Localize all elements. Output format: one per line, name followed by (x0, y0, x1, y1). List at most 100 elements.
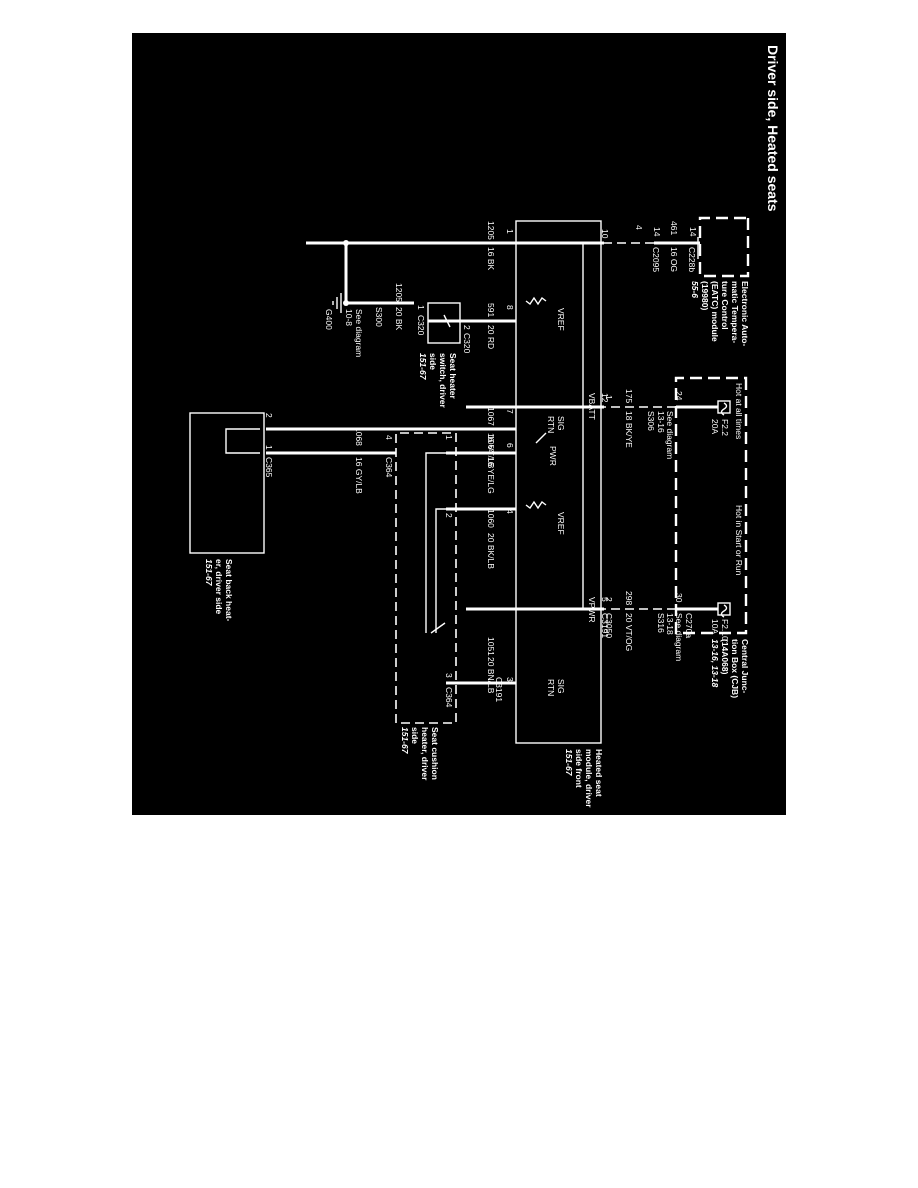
seat-back-heater-box (189, 412, 265, 554)
s306-ref: 13-16 (656, 411, 666, 433)
circuit-1064-number: 1064 (486, 435, 496, 454)
cjb-ref: 13-16, 13-18 (710, 639, 720, 687)
module-pwr: PWR (548, 446, 558, 466)
circuit-461-number: 461 (669, 221, 679, 235)
pin-c364-4: 4 (384, 435, 394, 440)
wiring-diagram-panel: Driver side, Heated seats Electronic Aut… (132, 33, 786, 815)
pin-mod-3: 3 (505, 677, 515, 682)
diagram-title: Driver side, Heated seats (765, 45, 781, 212)
circuit-1060-number: 1060 (486, 509, 496, 528)
seat-back-heater: 2 1 C365 Seat back heat- er, driver side… (189, 412, 274, 622)
module-sig-b: SIG (556, 679, 566, 694)
connector-c364-a: C364 (384, 457, 394, 478)
switch-contact-icon (535, 432, 547, 444)
module-name-line-1: Heated seat (594, 749, 604, 797)
circuit-1051-number: 1051 (486, 637, 496, 656)
pin-mod-8: 8 (505, 305, 515, 310)
cushion-name-line-3: side (410, 727, 420, 744)
fuse-f2-2-rating: 20A (710, 419, 720, 434)
s306-see-diagram: See diagram (665, 411, 675, 459)
cjb-name-line-3: (14A068) (720, 639, 730, 675)
heated-seat-module-box (515, 220, 602, 744)
circuit-1067-number: 1067 (486, 407, 496, 426)
connector-c365: C365 (264, 457, 274, 478)
eatc-module: Electronic Auto- matic Tempera- ture Con… (690, 216, 750, 346)
cjb-name-line-1: Central Junc- (740, 639, 750, 693)
fuse-f2-2-icon (717, 400, 731, 414)
eatc-name-line-3: ture Control (720, 281, 730, 330)
ground-see-diagram: See diagram (354, 309, 364, 357)
eatc-name-line-5: (19980) (700, 281, 710, 310)
cjb-hot-start-run: Hot in Start or Run (734, 505, 744, 576)
module-vref-a: VREF (556, 308, 566, 331)
back-heater-ref: 151-67 (204, 559, 214, 587)
eatc-module-box (698, 216, 750, 278)
switch-name-line-2: switch, driver (438, 353, 448, 408)
seat-heater-switch-box (427, 302, 461, 344)
pin-c3050-2: 2 (604, 597, 614, 602)
pin-c364-1: 1 (444, 435, 454, 440)
connector-c3191-top: C3191 (600, 613, 610, 638)
s316-ref: 13-18 (665, 613, 675, 635)
module-rtn-b: RTN (546, 679, 556, 696)
thermistor-icon (430, 622, 446, 634)
eatc-ref: 55-6 (690, 281, 700, 298)
pin-eatc-14: 14 (688, 227, 698, 237)
switch-ref: 151-67 (418, 353, 428, 381)
cushion-ref: 151-67 (400, 727, 410, 755)
circuit-1068-wire: 16 GY/LB (354, 457, 364, 494)
switch-name-line-1: Seat heater (448, 353, 458, 400)
circuit-591-number: 591 (486, 303, 496, 317)
back-heater-name-line-2: er, driver side (214, 559, 224, 615)
cjb-box (674, 376, 748, 635)
module-rtn-a: RTN (546, 416, 556, 433)
circuit-175-number: 175 (624, 389, 634, 403)
circuit-1068-number: 1068 (354, 427, 364, 446)
circuit-591-wire: 20 RD (486, 325, 496, 349)
circuit-298-number: 298 (624, 591, 634, 605)
eatc-name-line-4: (EATC) module (710, 281, 720, 342)
connector-c320-bottom: C320 (416, 315, 426, 336)
resistor-icon-a (525, 296, 547, 306)
cushion-name-line-2: heater, driver (420, 727, 430, 781)
pin-mod-10: 10 (600, 229, 610, 239)
circuit-1067-wire: 16 VT/LB (486, 433, 496, 469)
splice-s316: S316 (656, 613, 666, 633)
fuse-f2-10-id: F2.10 (720, 619, 730, 641)
central-junction-box: Hot at all times Hot in Start or Run Cen… (674, 376, 750, 698)
connector-c2095: C2095 (651, 247, 661, 272)
pin-sw-2: 2 (462, 325, 472, 330)
module-sig-a: SIG (556, 416, 566, 431)
pin-sw-1: 1 (416, 305, 426, 310)
circuit-1060-wire: 20 BK/LB (486, 533, 496, 569)
circuit-1051-wire: 20 BN/LB (486, 657, 496, 694)
splice-s306: S306 (646, 411, 656, 431)
pin-bh-2: 2 (264, 413, 274, 418)
circuit-1205a-number: 1205 (486, 221, 496, 240)
switch-name-line-3: side (428, 353, 438, 370)
resistor-icon-b (525, 500, 547, 510)
pin-s306-1: 1 (604, 395, 614, 400)
pin-cjb-24: 24 (674, 391, 684, 401)
circuit-1205b-wire: 20 BK (394, 307, 404, 330)
circuit-175-wire: 18 BK/YE (624, 411, 634, 448)
pin-ch-2: 2 (444, 513, 454, 518)
heated-seat-module: Heated seat module, driver side front 15… (515, 220, 610, 808)
circuit-461-wire: 16 OG (669, 247, 679, 272)
cushion-name-line-1: Seat cushion (430, 727, 440, 780)
connector-c3050: C3050 (604, 613, 614, 638)
pin-ch-3: 3 (444, 673, 454, 678)
seat-cushion-heater-box (395, 432, 457, 724)
module-vref-b: VREF (556, 512, 566, 535)
pin-mod-1: 1 (505, 229, 515, 234)
seat-heater-switch: 2 C320 Seat heater switch, driver side 1… (416, 302, 472, 408)
connector-c270a: C270a (684, 613, 694, 638)
fuse-f2-10-icon (717, 602, 731, 616)
ground-g400: S300 See diagram 10-8 G400 (324, 293, 384, 357)
circuit-1205a-wire: 16 BK (486, 247, 496, 270)
fuse-f2-10-rating: 10A (710, 619, 720, 634)
ground-id: G400 (324, 309, 334, 330)
module-name-line-2: module, driver (584, 749, 594, 808)
pin-bh-1: 1 (264, 445, 274, 450)
pin-mod-12: 12 (600, 393, 610, 403)
